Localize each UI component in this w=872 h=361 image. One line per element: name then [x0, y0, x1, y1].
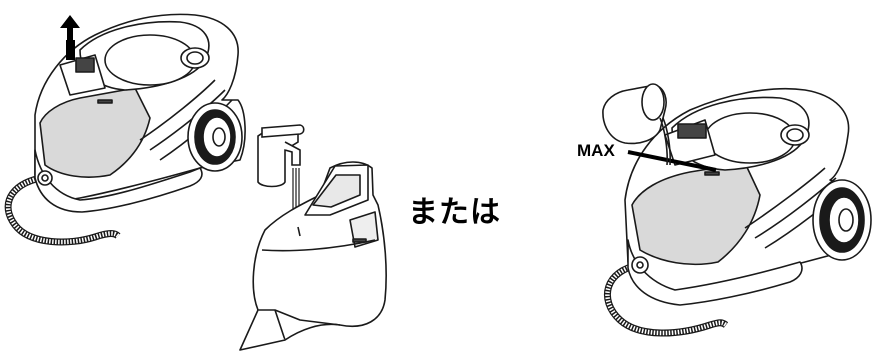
water-tank — [240, 162, 386, 350]
max-level-label: MAX — [577, 142, 615, 159]
wheel-right — [813, 180, 871, 260]
steam-cleaner-left — [8, 14, 245, 242]
wheel-left — [188, 103, 242, 171]
or-text: または — [408, 187, 501, 231]
water-tap-icon — [258, 125, 304, 187]
